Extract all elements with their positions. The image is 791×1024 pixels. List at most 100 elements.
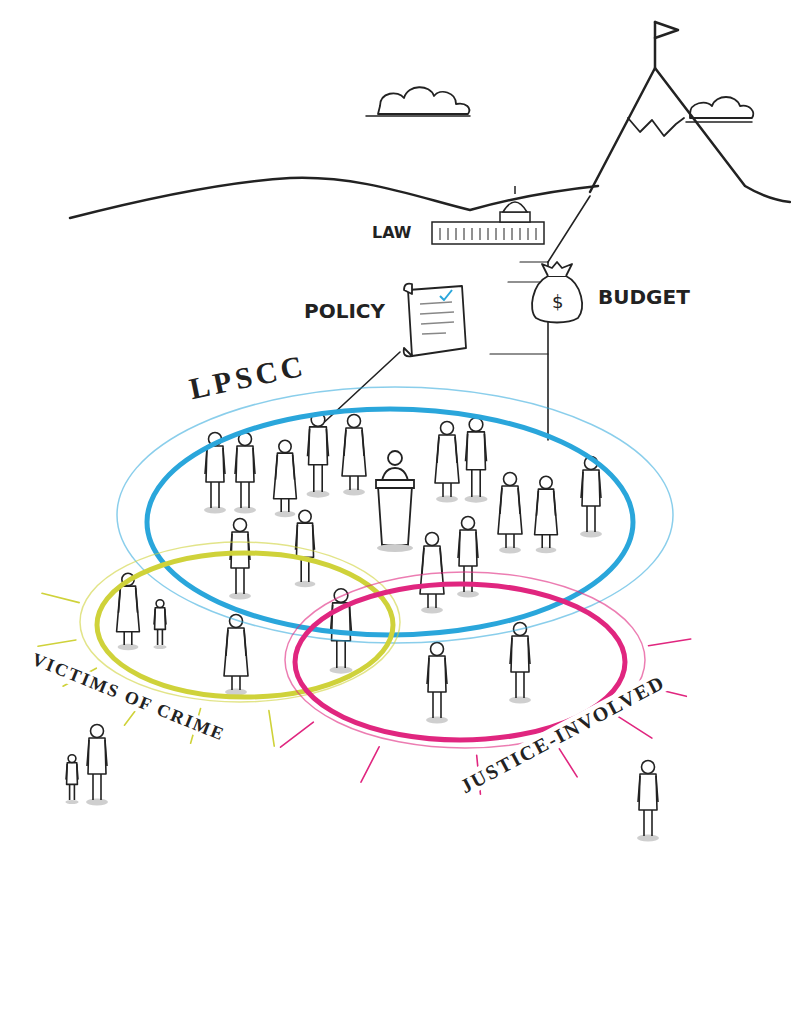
body: [467, 432, 486, 470]
body: [420, 546, 444, 594]
head: [462, 517, 475, 530]
legs: [587, 504, 595, 532]
arms: [466, 434, 487, 461]
head: [540, 476, 552, 488]
head: [431, 643, 444, 656]
person-figure: [342, 415, 366, 496]
person-figure: [457, 517, 479, 598]
arms: [87, 740, 107, 766]
shadow: [426, 717, 448, 724]
arms: [154, 609, 166, 625]
person-figure: [637, 761, 659, 842]
shadow: [306, 490, 329, 497]
legs: [472, 468, 480, 497]
head: [299, 510, 311, 522]
body: [67, 763, 78, 785]
arms: [276, 455, 295, 480]
head: [504, 473, 517, 486]
head: [426, 533, 439, 546]
person-figure: [117, 573, 140, 650]
body: [639, 774, 657, 810]
shadow: [580, 531, 602, 538]
person-figure: [65, 755, 78, 804]
podium: [376, 451, 414, 552]
head: [122, 573, 134, 585]
arms: [331, 605, 352, 632]
head: [334, 589, 348, 603]
body: [117, 586, 140, 632]
arms: [119, 588, 138, 613]
head: [279, 440, 291, 452]
shadow: [509, 697, 531, 704]
head: [234, 519, 247, 532]
person-figure: [535, 476, 558, 553]
person-figure: [426, 643, 448, 724]
legs: [464, 564, 472, 592]
head: [156, 600, 164, 608]
ring: [147, 409, 633, 635]
shadow: [234, 507, 256, 514]
head: [91, 725, 104, 738]
shadow: [295, 581, 316, 588]
body: [435, 435, 459, 483]
shadow: [343, 489, 365, 496]
ring-label: JUSTICE-INVOLVED: [454, 669, 672, 799]
ray: [361, 747, 379, 782]
head: [469, 418, 483, 432]
ring: [97, 553, 393, 697]
body: [582, 470, 600, 506]
ring-label: VICTIMS OF CRIME: [26, 649, 230, 747]
budget-symbol: $: [550, 292, 565, 312]
arms: [226, 630, 246, 656]
head: [642, 761, 655, 774]
body: [231, 532, 249, 568]
arms: [422, 548, 442, 574]
person-figure: [86, 725, 108, 806]
body: [274, 453, 297, 499]
head: [514, 623, 527, 636]
arms: [308, 429, 329, 456]
legs: [301, 555, 309, 582]
policy-scroll: [404, 284, 466, 357]
person-figure: [464, 418, 487, 503]
body: [511, 636, 529, 672]
shadow: [229, 593, 251, 600]
legs: [516, 670, 524, 698]
ellipse-outline: [115, 385, 675, 647]
head: [441, 422, 454, 435]
head: [68, 755, 76, 763]
money-bag: [532, 262, 582, 323]
body: [155, 608, 166, 630]
legs: [241, 480, 249, 508]
ray: [42, 593, 79, 602]
capitol-building: [432, 186, 544, 244]
person-figure: [229, 519, 251, 600]
body: [428, 656, 446, 692]
legs: [158, 628, 163, 645]
legs: [433, 690, 441, 718]
person-figure: [306, 413, 329, 498]
shadow: [275, 511, 296, 518]
shadow: [153, 645, 166, 649]
shadow: [536, 547, 557, 554]
ring: [80, 542, 400, 702]
person-figure: [420, 533, 444, 614]
body: [88, 738, 106, 774]
snow-cap: [628, 118, 684, 136]
policy-label: POLICY: [302, 300, 387, 322]
cloud: [378, 87, 469, 114]
ray: [269, 711, 274, 747]
people: [65, 413, 659, 842]
shadow: [204, 507, 226, 514]
arms: [66, 764, 78, 780]
shadow: [329, 666, 352, 673]
ray: [648, 639, 690, 646]
head: [239, 433, 252, 446]
person-figure: [204, 433, 226, 514]
legs: [314, 463, 322, 492]
arms: [296, 525, 315, 550]
shadow: [65, 800, 78, 804]
ray: [281, 722, 314, 747]
hills: [70, 178, 598, 218]
legs: [236, 566, 244, 594]
